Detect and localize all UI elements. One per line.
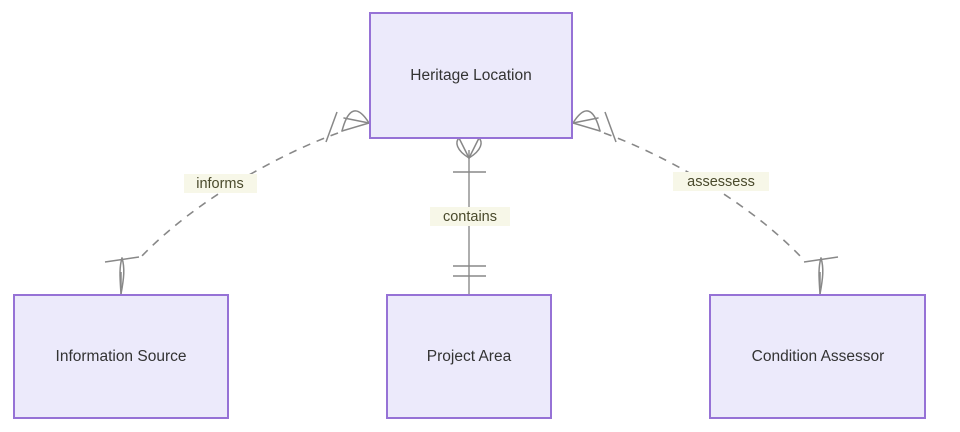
relationship-label-assessess: assessess [673, 172, 769, 191]
crowsfoot-informs-heritage [325, 110, 370, 143]
entity-condition-assessor-label: Condition Assessor [752, 348, 885, 365]
relationship-label-informs-text: informs [196, 176, 244, 192]
entity-project-area-box [386, 294, 552, 419]
entity-heritage-location[interactable]: Heritage Location [369, 12, 573, 139]
entity-condition-assessor[interactable]: Condition Assessor [709, 294, 926, 419]
entity-information-source[interactable]: Information Source [13, 294, 229, 419]
relationship-label-informs: informs [184, 174, 257, 193]
relationship-assessess-line [603, 132, 803, 259]
crowsfoot-contains-project [453, 265, 486, 277]
relationship-label-informs-bg [184, 174, 257, 193]
crowsfoot-informs-source [104, 256, 140, 295]
crowsfoot-assessess-assessor [803, 256, 839, 295]
relationship-informs-line [139, 132, 339, 259]
relationship-label-contains-bg [430, 207, 510, 226]
relationship-informs[interactable] [104, 110, 370, 295]
relationship-assessess[interactable] [572, 110, 839, 295]
relationship-label-assessess-bg [673, 172, 769, 191]
relationship-label-assessess-text: assessess [687, 174, 755, 190]
crowsfoot-assessess-heritage [572, 110, 617, 143]
entity-information-source-label: Information Source [56, 348, 187, 365]
entity-information-source-box [13, 294, 229, 419]
entity-heritage-location-box [369, 12, 573, 139]
crowsfoot-contains-heritage [453, 137, 486, 173]
entity-condition-assessor-box [709, 294, 926, 419]
relationship-label-contains: contains [430, 207, 510, 226]
entity-project-area-label: Project Area [427, 348, 512, 365]
relationship-label-contains-text: contains [443, 209, 497, 225]
entity-project-area[interactable]: Project Area [386, 294, 552, 419]
entity-heritage-location-label: Heritage Location [410, 67, 532, 84]
